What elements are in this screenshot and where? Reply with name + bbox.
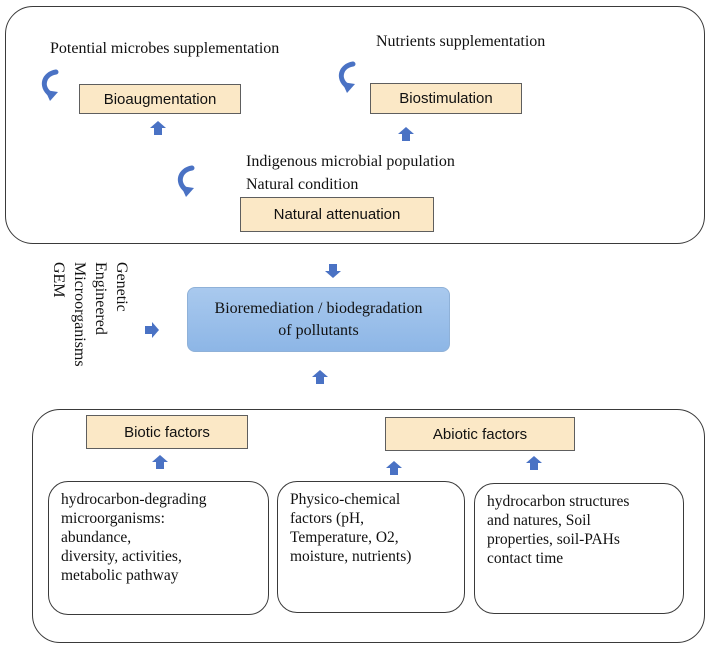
physico-chemical-line: factors (pH, <box>290 510 365 527</box>
biotic-detail-box: hydrocarbon-degrading microorganisms: ab… <box>48 481 269 615</box>
natural-attenuation-box: Natural attenuation <box>240 197 434 232</box>
up-arrow-icon <box>152 455 168 469</box>
bioaugmentation-box: Bioaugmentation <box>79 84 241 114</box>
up-arrow-icon <box>150 121 166 135</box>
physico-chemical-line: moisture, nutrients) <box>290 548 412 565</box>
up-arrow-icon <box>386 461 402 475</box>
up-arrow-icon <box>526 456 542 470</box>
physico-chemical-line: Physico-chemical <box>290 491 401 508</box>
hydrocarbon-structure-line: contact time <box>487 550 564 567</box>
bioremediation-box: Bioremediation / biodegradation of pollu… <box>187 287 450 352</box>
curved-arrow-icon <box>172 164 208 200</box>
up-arrow-icon <box>312 370 328 384</box>
hydrocarbon-structure-line: and natures, Soil <box>487 512 591 529</box>
gem-label-microorganisms: Microorganisms <box>71 262 88 367</box>
biotic-detail-line: metabolic pathway <box>61 567 179 584</box>
gem-label-genetic: Genetic <box>113 262 130 312</box>
curved-arrow-icon <box>36 68 72 104</box>
biostimulation-box: Biostimulation <box>370 83 522 114</box>
natural-attenuation-caption-1: Indigenous microbial population <box>246 153 455 170</box>
right-arrow-icon <box>145 322 159 338</box>
biotic-detail-line: hydrocarbon-degrading <box>61 491 207 508</box>
gem-label-engineered: Engineered <box>92 262 109 335</box>
biotic-detail-line: microorganisms: <box>61 510 165 527</box>
biotic-factors-box: Biotic factors <box>86 415 248 449</box>
hydrocarbon-structure-box: hydrocarbon structures and natures, Soil… <box>474 483 684 614</box>
biostimulation-caption: Nutrients supplementation <box>376 33 546 50</box>
bioaugmentation-caption: Potential microbes supplementation <box>50 40 280 57</box>
physico-chemical-line: Temperature, O2, <box>290 529 399 546</box>
bioremediation-line-1: Bioremediation / biodegradation <box>214 299 423 317</box>
natural-attenuation-caption-2: Natural condition <box>246 176 359 193</box>
biotic-detail-line: diversity, activities, <box>61 548 182 565</box>
hydrocarbon-structure-line: hydrocarbon structures <box>487 493 630 510</box>
down-arrow-icon <box>325 264 341 278</box>
hydrocarbon-structure-line: properties, soil-PAHs <box>487 531 620 548</box>
gem-label-gem: GEM <box>50 262 67 298</box>
up-arrow-icon <box>398 127 414 141</box>
abiotic-factors-box: Abiotic factors <box>385 417 575 451</box>
biotic-detail-line: abundance, <box>61 529 132 546</box>
physico-chemical-box: Physico-chemical factors (pH, Temperatur… <box>277 481 465 613</box>
curved-arrow-icon <box>333 60 369 96</box>
bioremediation-line-2: of pollutants <box>278 321 359 339</box>
